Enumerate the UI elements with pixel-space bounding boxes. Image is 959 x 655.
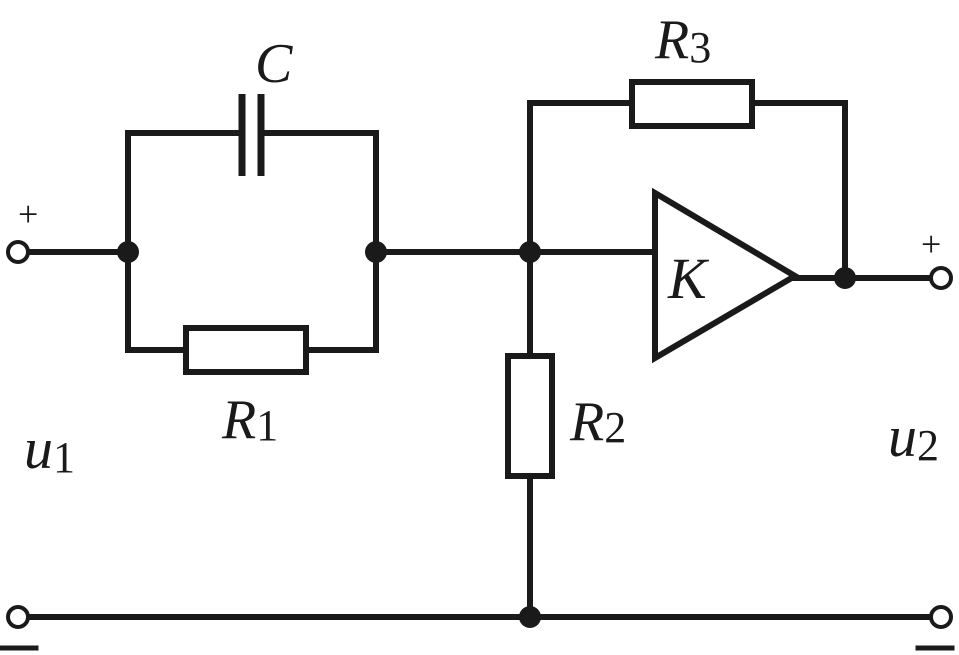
terminal-input-minus (6, 605, 30, 629)
resistor-r2 (505, 353, 555, 479)
terminal-output-plus (929, 266, 953, 290)
junction-dot (834, 267, 856, 289)
label-u2-main: u (888, 404, 917, 469)
wires (24, 100, 933, 620)
label-r1-main: R (221, 389, 256, 451)
junctions (117, 241, 856, 628)
label-amplifier: K (667, 246, 710, 311)
label-r2: R2 (569, 391, 626, 453)
label-capacitor: C (255, 33, 293, 95)
label-r1-sub: 1 (256, 401, 278, 450)
label-u1-sub: 1 (53, 433, 75, 482)
terminal-input-plus (6, 240, 30, 264)
label-r3-sub: 3 (689, 23, 711, 72)
junction-dot (519, 606, 541, 628)
label-r3: R3 (654, 9, 711, 72)
label-r1: R1 (221, 389, 278, 451)
label-u2: u2 (888, 404, 939, 470)
junction-dot (117, 241, 139, 263)
label-r2-main: R (569, 391, 604, 453)
terminals (6, 240, 953, 629)
terminal-output-minus (929, 605, 953, 629)
junction-dot (365, 241, 387, 263)
capacitor-c (238, 94, 265, 176)
resistor-r1 (183, 325, 309, 375)
amplifier-k (652, 187, 801, 364)
label-u1: u1 (24, 416, 75, 482)
plus-sign-input: + (18, 194, 38, 234)
label-r2-sub: 2 (604, 403, 626, 452)
label-u1-main: u (24, 416, 53, 481)
junction-dot (519, 241, 541, 263)
label-r3-main: R (654, 9, 689, 71)
resistor-r3 (629, 79, 755, 129)
plus-sign-output: + (921, 224, 941, 264)
label-u2-sub: 2 (917, 421, 939, 470)
